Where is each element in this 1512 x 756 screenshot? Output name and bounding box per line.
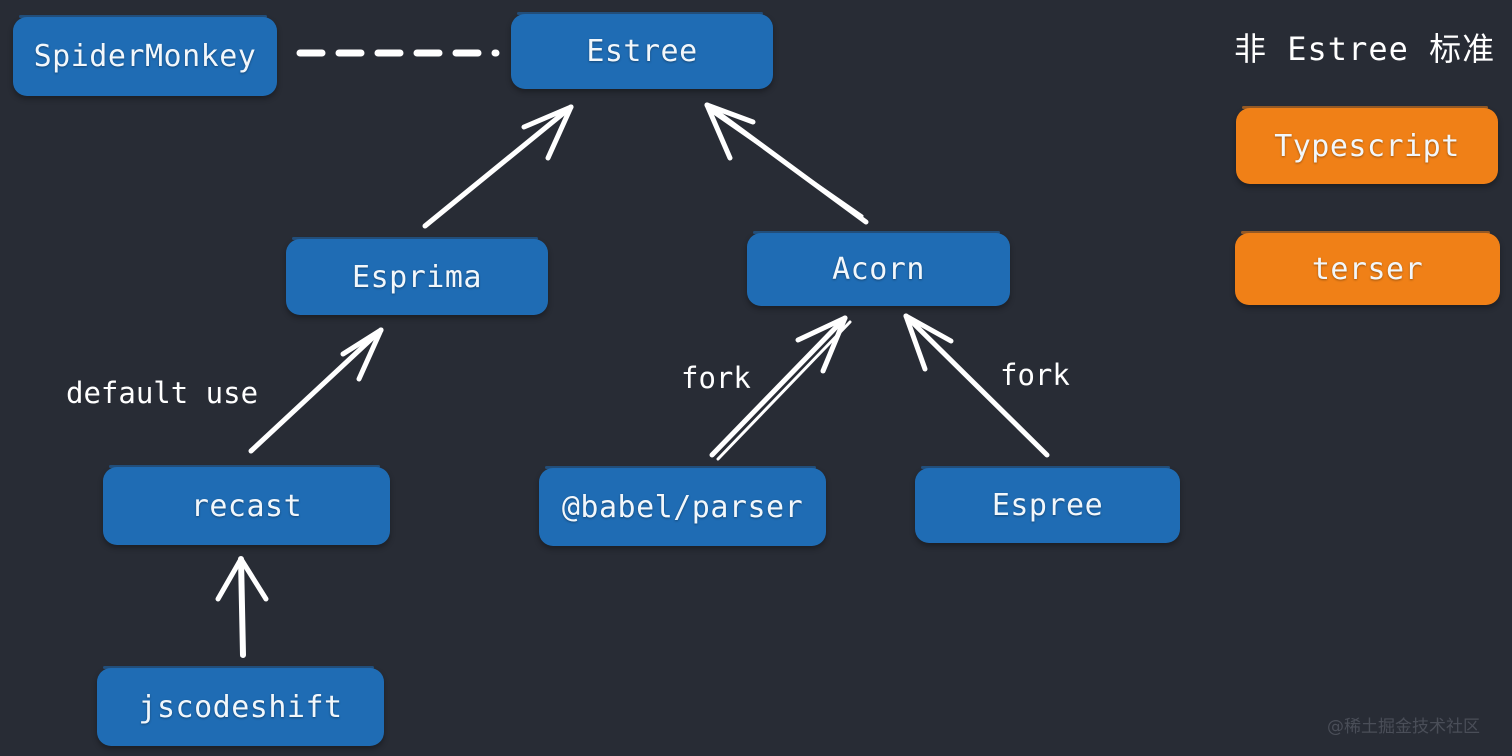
node-babel-parser[interactable]: @babel/parser [539, 466, 826, 546]
node-esprima-label: Esprima [352, 259, 482, 295]
node-esprima[interactable]: Esprima [286, 237, 548, 315]
node-terser[interactable]: terser [1235, 231, 1500, 305]
group-heading-non-estree: 非 Estree 标准 [1234, 30, 1496, 68]
edge-label-default-use: default use [66, 376, 259, 410]
node-espree[interactable]: Espree [915, 466, 1180, 543]
node-recast-label: recast [190, 488, 303, 524]
node-estree-label: Estree [586, 34, 698, 69]
node-estree[interactable]: Estree [511, 12, 773, 89]
node-typescript[interactable]: Typescript [1236, 106, 1498, 184]
node-terser-label: terser [1311, 251, 1424, 287]
node-espree-label: Espree [991, 488, 1104, 523]
node-spidermonkey-label: SpiderMonkey [33, 39, 257, 74]
watermark: @稀土掘金技术社区 [1327, 717, 1480, 737]
node-jscodeshift[interactable]: jscodeshift [97, 666, 384, 746]
node-spidermonkey[interactable]: SpiderMonkey [13, 15, 277, 96]
edge-jscodeshift-recast [215, 556, 269, 658]
node-recast[interactable]: recast [103, 465, 390, 545]
edge-esprima-estree [422, 104, 574, 229]
node-typescript-label: Typescript [1274, 128, 1460, 164]
edge-acorn-estree [704, 102, 869, 225]
edge-label-fork-right: fork [1000, 358, 1070, 392]
node-acorn[interactable]: Acorn [747, 231, 1010, 306]
node-jscodeshift-label: jscodeshift [138, 689, 343, 725]
node-acorn-label: Acorn [832, 252, 925, 287]
edge-label-fork-left: fork [681, 361, 751, 395]
node-babel-parser-label: @babel/parser [561, 489, 804, 525]
edge-recast-esprima [248, 327, 384, 454]
